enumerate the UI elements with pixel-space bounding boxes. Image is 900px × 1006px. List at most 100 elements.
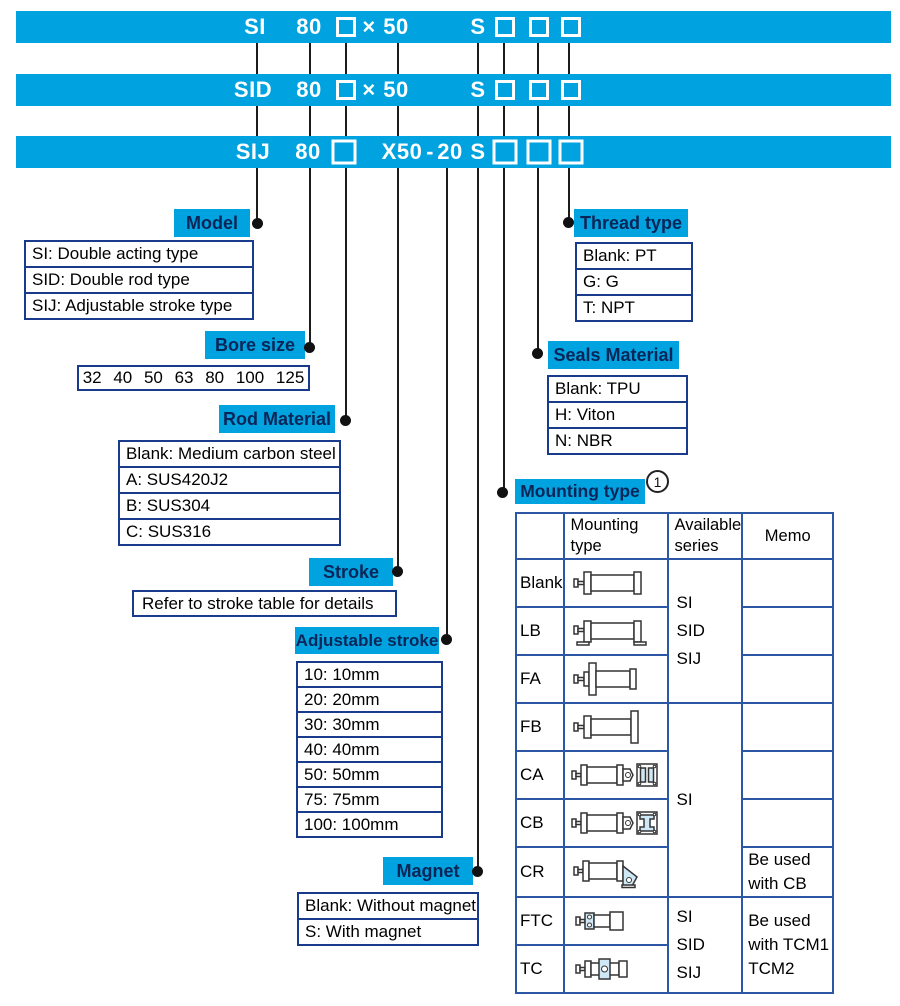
- cylinder-clevis-b-icon: [562, 798, 669, 848]
- table-row-lb: LB: [515, 606, 835, 656]
- connector-line-mounting: [503, 43, 505, 493]
- table-row-tc: TC: [515, 944, 833, 994]
- model-label: Model: [174, 209, 250, 237]
- header-mounting-type-cell: Mounting type: [562, 512, 669, 560]
- mounting-type-label: Mounting type: [515, 479, 645, 504]
- sij-thread-placeholder-square: [558, 139, 584, 165]
- model-dot: [252, 218, 263, 229]
- mounting-code: CR: [515, 846, 565, 898]
- table-row-ca: CA: [515, 750, 835, 800]
- connector-line-thread: [568, 43, 570, 223]
- seals-material-option: N: NBR: [555, 431, 613, 450]
- table-row-ftc: FTC SI SID SIJ Be used with TCM1 TCM2: [515, 896, 835, 994]
- mounting-footnote-circle-1: 1: [646, 470, 669, 493]
- table-row-cr: CR Be used with CB: [515, 846, 835, 898]
- magnet-options-list: Blank: Without magnet S: With magnet: [297, 892, 479, 946]
- si-bore-code: 80: [296, 14, 322, 39]
- magnet-label: Magnet: [383, 857, 473, 885]
- cylinder-center-trunnion-icon: [562, 944, 669, 994]
- bore-size-values: 32 40 50 63 80 100 125: [82, 368, 305, 387]
- connector-line-rod: [345, 43, 347, 421]
- memo-cr: Be used with CB: [741, 846, 835, 898]
- sij-magnet-code: S: [470, 139, 486, 164]
- adjustable-stroke-option: 30: 30mm: [298, 713, 441, 738]
- available-series-group-2: SI: [666, 702, 744, 898]
- rod-material-options-list: Blank: Medium carbon steel A: SUS420J2 B…: [118, 440, 341, 546]
- stroke-dot: [392, 566, 403, 577]
- sid-rod-placeholder-square: [336, 80, 356, 100]
- adjustable-dot: [441, 634, 452, 645]
- mounting-code: CA: [515, 750, 565, 800]
- sij-mounting-placeholder-square: [492, 139, 518, 165]
- sij-rod-placeholder-square: [331, 139, 357, 165]
- sij-bore-code: 80: [295, 139, 321, 164]
- table-row-fa: FA: [515, 654, 835, 704]
- memo-cell: [741, 798, 835, 848]
- sij-seals-placeholder-square: [526, 139, 552, 165]
- header-available-series-cell: Available series: [666, 512, 744, 560]
- connector-line-seals: [537, 43, 539, 354]
- bore-dot: [304, 342, 315, 353]
- seals-material-options-list: Blank: TPU H: Viton N: NBR: [547, 375, 688, 455]
- sid-times-sign: ×: [362, 77, 376, 102]
- rod-dot: [340, 415, 351, 426]
- connector-line-model: [256, 43, 258, 224]
- connector-line-bore: [309, 43, 311, 348]
- mounting-code: LB: [515, 606, 565, 656]
- table-row-blank: Blank SI SID SIJ: [515, 558, 835, 704]
- adjustable-stroke-option: 50: 50mm: [298, 763, 441, 788]
- si-rod-placeholder-square: [336, 17, 356, 37]
- rod-material-label: Rod Material: [219, 405, 335, 433]
- connector-line-magnet: [477, 43, 479, 872]
- sij-adjustable-code: 20: [437, 139, 463, 164]
- sid-bore-code: 80: [296, 77, 322, 102]
- adjustable-stroke-label: Adjustable stroke: [295, 627, 439, 654]
- sid-thread-placeholder-square: [561, 80, 581, 100]
- stroke-label: Stroke: [309, 558, 393, 586]
- thread-type-option: G: G: [577, 270, 691, 296]
- table-row-cb: CB: [515, 798, 835, 848]
- rod-material-option: A: SUS420J2: [120, 468, 339, 494]
- si-mounting-placeholder-square: [495, 17, 515, 37]
- thread-type-option: T: NPT: [583, 298, 635, 317]
- magnet-option: Blank: Without magnet: [299, 894, 477, 920]
- seals-material-option: H: Viton: [549, 403, 686, 429]
- sid-stroke-code: 50: [383, 77, 409, 102]
- adjustable-stroke-option: 40: 40mm: [298, 738, 441, 763]
- stroke-note-box: Refer to stroke table for details: [132, 590, 397, 617]
- cylinder-front-trunnion-icon: [562, 896, 669, 946]
- sij-dash: -: [426, 139, 434, 164]
- model-option: SID: Double rod type: [26, 268, 252, 294]
- mounting-code: FA: [515, 654, 565, 704]
- connector-line-stroke: [397, 43, 399, 572]
- si-magnet-code: S: [470, 14, 486, 39]
- sid-model-code: SID: [233, 77, 273, 102]
- memo-cell: [741, 702, 835, 752]
- stroke-note: Refer to stroke table for details: [142, 593, 374, 613]
- rod-material-option: C: SUS316: [126, 522, 212, 541]
- sid-magnet-code: S: [470, 77, 486, 102]
- rod-material-option: B: SUS304: [120, 494, 339, 520]
- adjustable-stroke-option: 100: 100mm: [304, 814, 399, 834]
- cylinder-front-flange-icon: [562, 654, 669, 704]
- connector-line-adjustable: [446, 168, 448, 640]
- sid-seals-placeholder-square: [529, 80, 549, 100]
- si-model-code: SI: [244, 14, 266, 39]
- si-times-sign: ×: [362, 14, 376, 39]
- mounting-code: Blank: [515, 558, 565, 608]
- si-stroke-code: 50: [383, 14, 409, 39]
- model-option: SIJ: Adjustable stroke type: [32, 296, 233, 315]
- memo-ftc-tc: Be used with TCM1 TCM2: [741, 896, 835, 994]
- seals-material-label: Seals Material: [548, 341, 679, 369]
- available-series-group-3: SI SID SIJ: [666, 896, 744, 994]
- sij-stroke-code: X50: [381, 139, 423, 164]
- code-bar-sij: SIJ 80 X50 - 20 S: [16, 136, 891, 168]
- bore-size-label: Bore size: [205, 331, 305, 359]
- available-series-group-1: SI SID SIJ: [666, 558, 744, 704]
- sid-mounting-placeholder-square: [495, 80, 515, 100]
- seals-dot: [532, 348, 543, 359]
- magnet-option: S: With magnet: [305, 922, 422, 941]
- model-options-list: SI: Double acting type SID: Double rod t…: [24, 240, 254, 320]
- table-row-fb: FB SI: [515, 702, 835, 898]
